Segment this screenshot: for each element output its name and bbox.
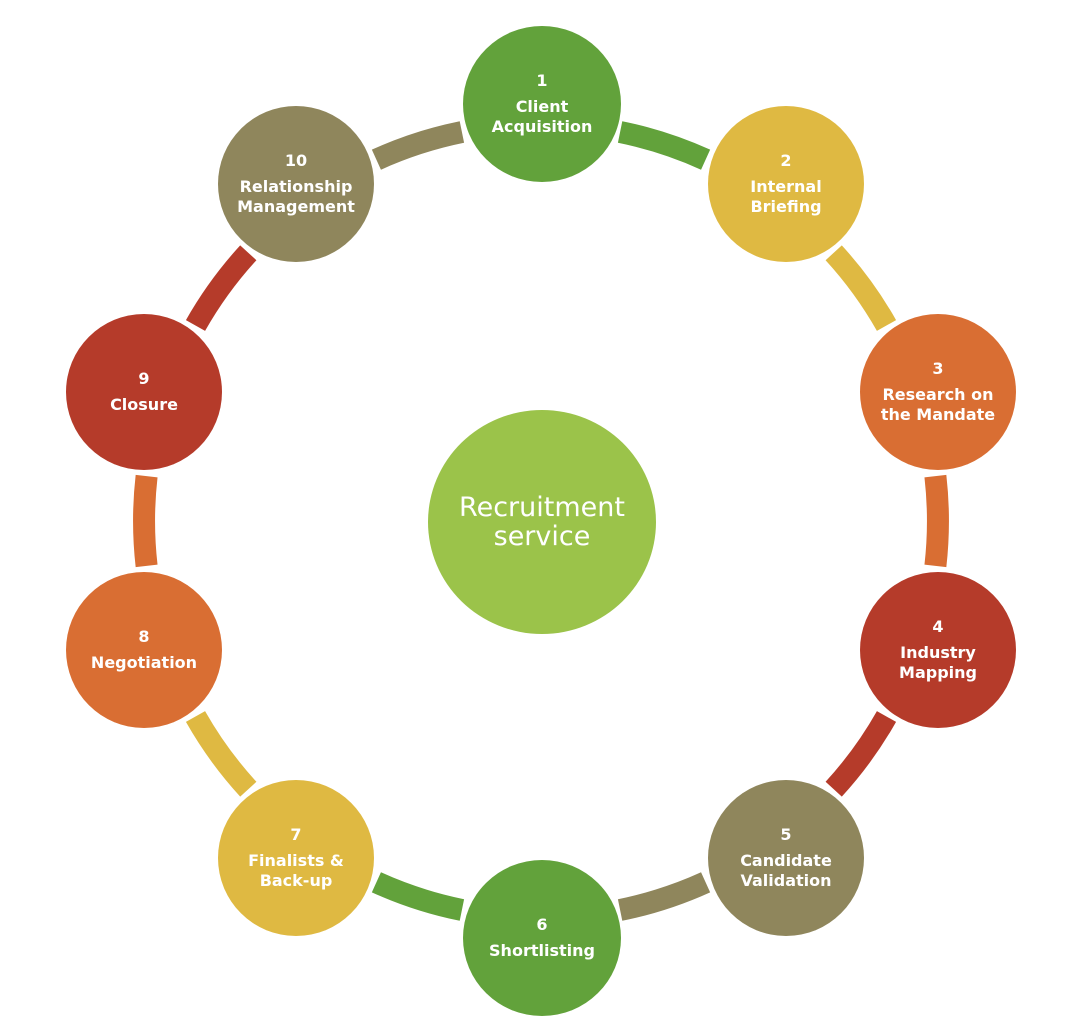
step-number: 2: [780, 151, 792, 170]
step-node-7: 7 Finalists &Back-up: [218, 780, 374, 936]
connector-arc-6: [371, 872, 465, 921]
step-label: Finalists &Back-up: [248, 851, 344, 890]
connector-arc-2: [825, 245, 897, 332]
step-number: 8: [138, 627, 150, 646]
step-node-6: 6 Shortlisting: [463, 860, 621, 1016]
step-number: 6: [536, 915, 548, 934]
step-number: 7: [290, 825, 302, 844]
step-number: 10: [284, 151, 308, 170]
step-number: 3: [932, 359, 944, 378]
connector-arc-9: [185, 245, 257, 332]
connector-arc-10: [371, 121, 465, 170]
step-number: 9: [138, 369, 150, 388]
connector-arc-5: [617, 872, 711, 921]
step-label: Closure: [110, 395, 178, 414]
step-number: 1: [536, 71, 548, 90]
step-label: Negotiation: [90, 653, 198, 672]
step-number: 5: [780, 825, 792, 844]
step-node-8: 8 Negotiation: [66, 572, 222, 728]
connector-arc-8: [133, 474, 158, 568]
step-label: Shortlisting: [489, 941, 595, 960]
connector-arc-7: [185, 710, 257, 797]
connector-arc-4: [825, 710, 897, 797]
connector-arc-1: [617, 121, 711, 170]
connector-arc-3: [924, 474, 949, 568]
step-number: 4: [932, 617, 944, 636]
step-node-9: 9 Closure: [66, 314, 222, 470]
